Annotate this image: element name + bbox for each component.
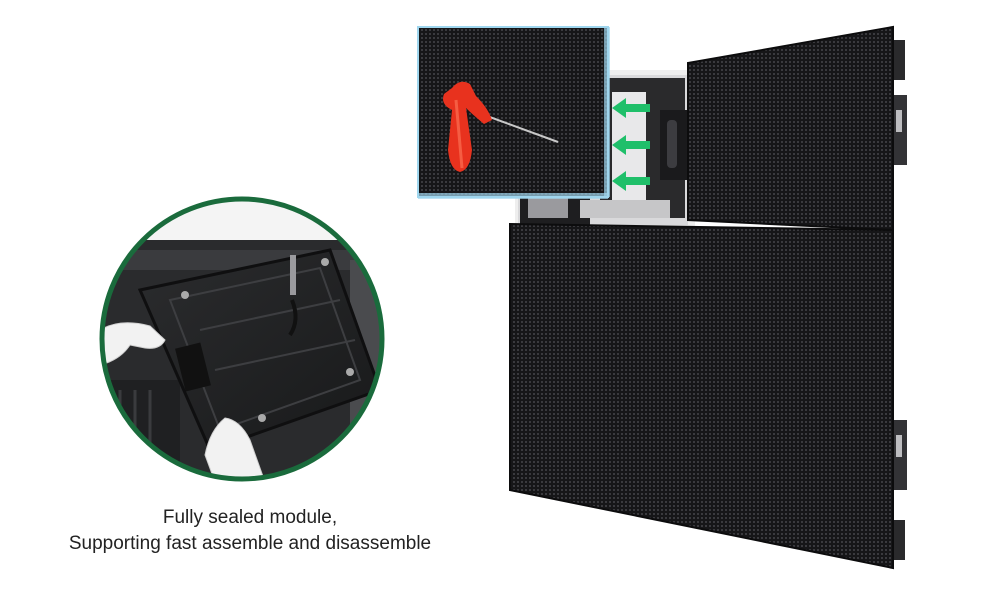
arrow-left-icon (612, 98, 650, 118)
caption-line-2: Supporting fast assemble and disassemble (68, 533, 432, 554)
led-panel-main (509, 222, 894, 570)
led-module-top-right (687, 25, 894, 232)
led-module-detached (417, 26, 610, 199)
detail-circle (99, 196, 385, 482)
arrow-left-icon (612, 135, 650, 155)
arrow-left-icon (612, 171, 650, 191)
caption-line-1: Fully sealed module, (162, 507, 338, 528)
insert-arrows (612, 98, 650, 191)
t-handle-tool-icon (443, 81, 559, 172)
